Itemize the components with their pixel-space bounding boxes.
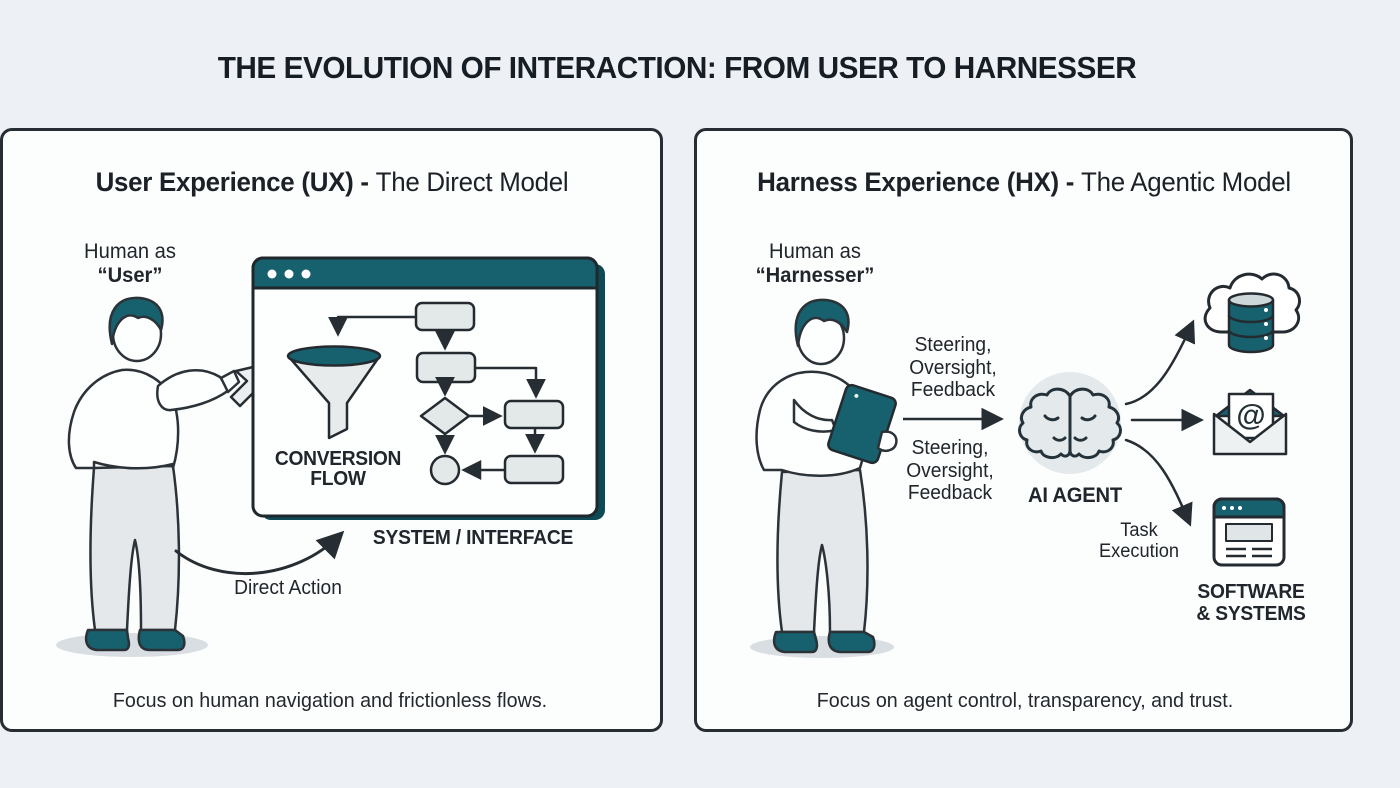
ux-heading-bold: User Experience (UX) - [95,167,376,197]
flow-box-bottom [503,454,565,485]
at-symbol: @ [1236,399,1265,432]
user-shoe-left [84,628,131,652]
window-dots-icon [267,269,311,279]
funnel-icon [286,345,382,440]
ux-human-line2: “User” [97,264,163,287]
user-hand [219,369,241,394]
main-title: THE EVOLUTION OF INTERACTION: FROM USER … [217,50,1137,85]
flowchart-arrows [328,315,546,480]
flow-box-top [414,301,476,332]
steering-label-bottom: Steering, Oversight, Feedback [906,437,994,504]
arrow-to-cloud [1124,319,1196,406]
email-icon: @ [1212,388,1288,456]
user-figure [56,296,241,657]
ux-human-line1: Human as [84,240,176,263]
steering-label-top: Steering, Oversight, Feedback [909,334,997,401]
ux-heading-regular: The Direct Model [375,167,569,197]
hx-human-line1: Human as [769,240,861,263]
harnesser-pants [776,468,869,634]
harnesser-hair [794,298,850,348]
ai-agent-brain-icon [1018,372,1122,474]
arrow-to-software [1124,438,1193,527]
ux-heading: User Experience (UX) - The Direct Model [96,167,569,198]
ai-agent-label: AI AGENT [1027,484,1123,507]
flow-box-mid [415,351,477,384]
flow-box-right [503,399,565,430]
ux-focus-text: Focus on human navigation and frictionle… [112,689,548,712]
agent-output-arrows [1124,319,1204,527]
flowchart [414,301,565,486]
user-hair [108,296,164,346]
user-arm [156,369,231,412]
harnesser-shoe-left [772,630,819,654]
browser-window [251,256,605,520]
conversion-flow-label: CONVERSION FLOW [274,448,402,490]
hx-human-label: Human as “Harnesser” [756,240,875,288]
hx-heading: Harness Experience (HX) - The Agentic Mo… [757,167,1291,198]
direct-action-arrow [174,530,345,576]
hx-heading-regular: The Agentic Model [1081,167,1291,197]
ux-human-label: Human as “User” [84,240,176,288]
hx-human-line2: “Harnesser” [755,264,875,287]
window-header [251,256,599,290]
task-execution-label: Task Execution [1098,520,1180,562]
hx-focus-text: Focus on agent control, transparency, an… [816,689,1234,712]
user-pants [89,464,181,632]
flow-circle [429,454,461,486]
cloud-database-icon [1203,272,1301,354]
user-shoe-right [137,628,186,652]
system-interface-label: SYSTEM / INTERFACE [372,527,574,549]
software-systems-label: SOFTWARE & SYSTEMS [1196,581,1306,625]
software-window-icon [1212,497,1286,567]
direct-action-label: Direct Action [234,577,342,599]
harnesser-figure [750,298,898,658]
hx-heading-bold: Harness Experience (HX) - [757,167,1082,197]
harnesser-hand [876,430,898,453]
harnesser-shoe-right [827,630,876,654]
